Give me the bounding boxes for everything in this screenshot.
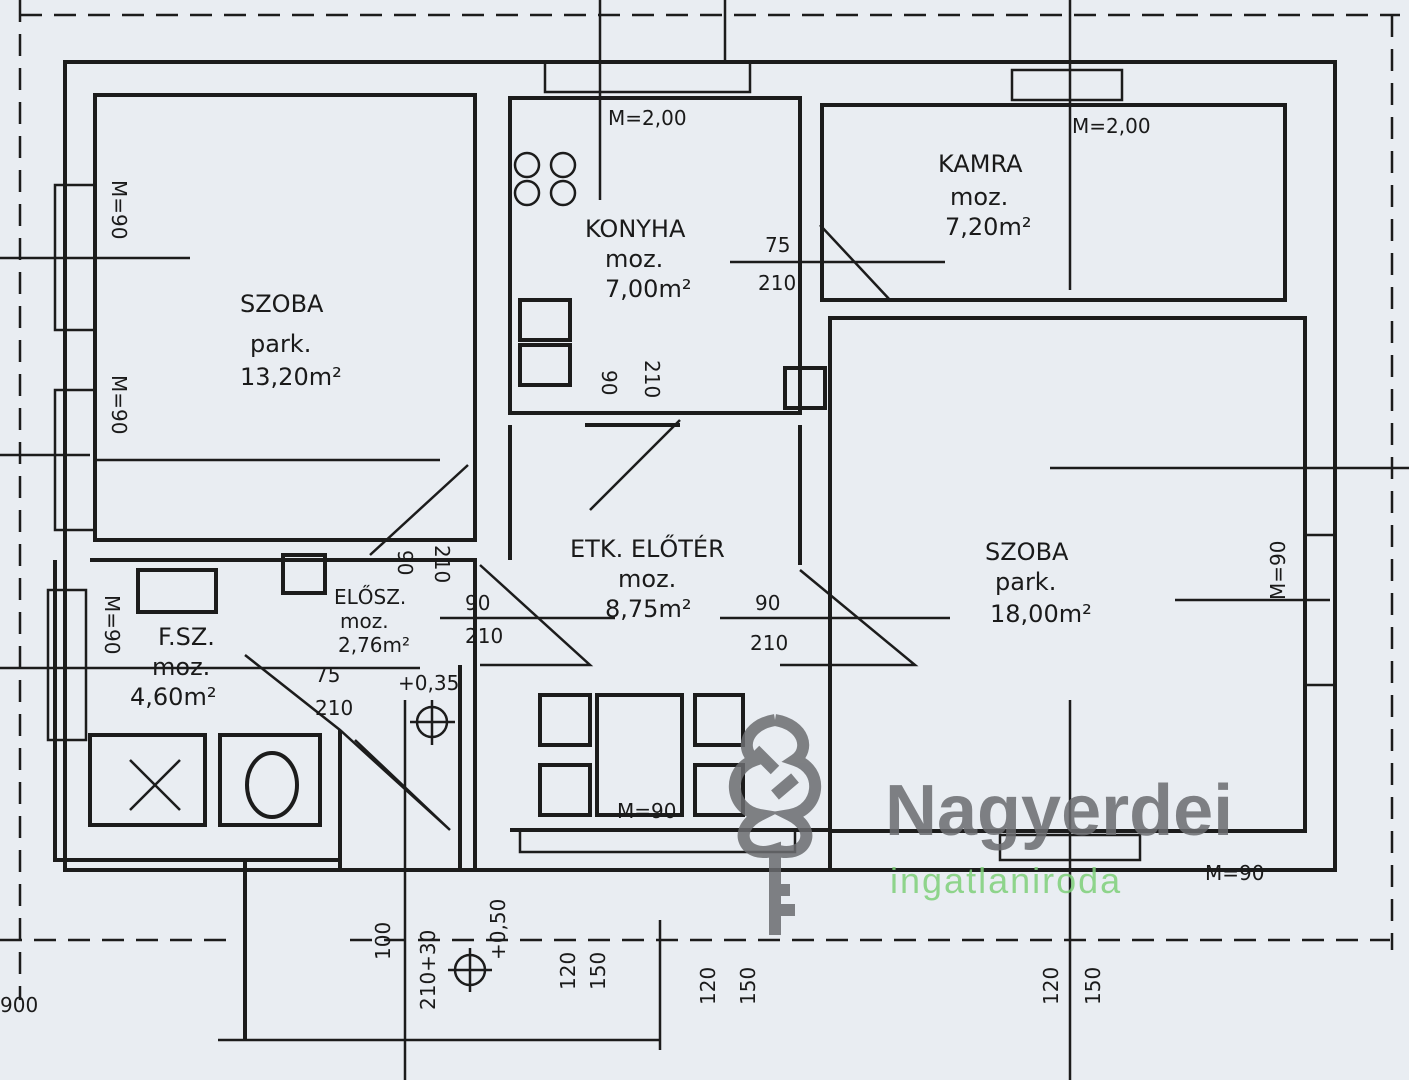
- room-name: SZOBA: [240, 290, 324, 318]
- room-area: 7,20m²: [945, 213, 1031, 241]
- entry-height: 210+30: [416, 930, 440, 1010]
- door-width: 90: [393, 550, 417, 575]
- window-label: M=90: [1205, 861, 1264, 885]
- door-height: 210: [750, 631, 788, 655]
- room-area: 2,76m²: [338, 633, 410, 657]
- dimension-annotations: M=2,00 M=2,00 M=90 M=90 M=90 M=90 M=90 M…: [0, 106, 1290, 1017]
- room-area: 13,20m²: [240, 363, 342, 391]
- room-name: SZOBA: [985, 538, 1069, 566]
- room-name: ETK. ELŐTÉR: [570, 533, 725, 563]
- room-name: KONYHA: [585, 215, 686, 243]
- window-label: M=90: [107, 375, 131, 434]
- door-width: 90: [755, 591, 780, 615]
- window-label: M=2,00: [1072, 114, 1151, 138]
- door-width: 75: [315, 663, 340, 687]
- dim: 150: [1081, 967, 1105, 1005]
- room-floor: moz.: [605, 245, 663, 273]
- room-floor: moz.: [152, 653, 210, 681]
- room-kamra: KAMRA moz. 7,20m²: [938, 150, 1031, 241]
- room-floor: moz.: [340, 609, 389, 633]
- window-label: M=90: [100, 595, 124, 654]
- dim: 120: [1039, 967, 1063, 1005]
- room-szoba-right: SZOBA park. 18,00m²: [985, 538, 1092, 628]
- door-height: 210: [758, 271, 796, 295]
- room-area: 7,00m²: [605, 275, 691, 303]
- door-width: 90: [465, 591, 490, 615]
- dim: 120: [696, 967, 720, 1005]
- level-mark: +0,50: [486, 899, 510, 960]
- step-dim: 100: [371, 922, 395, 960]
- room-name: F.SZ.: [158, 623, 215, 651]
- watermark-logo: Nagyerdei ingatlaniroda: [728, 714, 1233, 935]
- window-label: M=2,00: [608, 106, 687, 130]
- dim: 120: [556, 952, 580, 990]
- room-fsz: F.SZ. moz. 4,60m²: [130, 623, 216, 711]
- dim: 150: [586, 952, 610, 990]
- room-area: 18,00m²: [990, 600, 1092, 628]
- door-swings: [90, 224, 1330, 831]
- room-floor: park.: [995, 568, 1056, 596]
- room-floor: moz.: [950, 183, 1008, 211]
- room-name: KAMRA: [938, 150, 1023, 178]
- window-label: M=90: [617, 799, 676, 823]
- watermark-brand: Nagyerdei: [885, 771, 1233, 851]
- door-height: 210: [465, 624, 503, 648]
- door-height: 210: [315, 696, 353, 720]
- door-width: 75: [765, 233, 790, 257]
- door-width: 90: [597, 370, 621, 395]
- window-label: M=90: [1266, 541, 1290, 600]
- room-konyha: KONYHA moz. 7,00m²: [585, 215, 691, 303]
- room-area: 4,60m²: [130, 683, 216, 711]
- overall-dim: 900: [0, 993, 38, 1017]
- room-floor: moz.: [618, 565, 676, 593]
- dim: 150: [736, 967, 760, 1005]
- door-height: 210: [640, 360, 664, 398]
- room-szoba-left: SZOBA park. 13,20m²: [240, 290, 342, 391]
- window-label: M=90: [107, 180, 131, 239]
- room-floor: park.: [250, 330, 311, 358]
- room-etk-eloter: ETK. ELŐTÉR moz. 8,75m²: [570, 533, 725, 623]
- room-area: 8,75m²: [605, 595, 691, 623]
- tree-key-icon: [728, 714, 822, 935]
- watermark-sub: ingatlaniroda: [890, 860, 1122, 901]
- room-eloszoba: ELŐSZ. moz. 2,76m²: [334, 585, 410, 657]
- room-name: ELŐSZ.: [334, 585, 406, 609]
- door-height: 210: [430, 545, 454, 583]
- level-mark: +0,35: [398, 671, 459, 695]
